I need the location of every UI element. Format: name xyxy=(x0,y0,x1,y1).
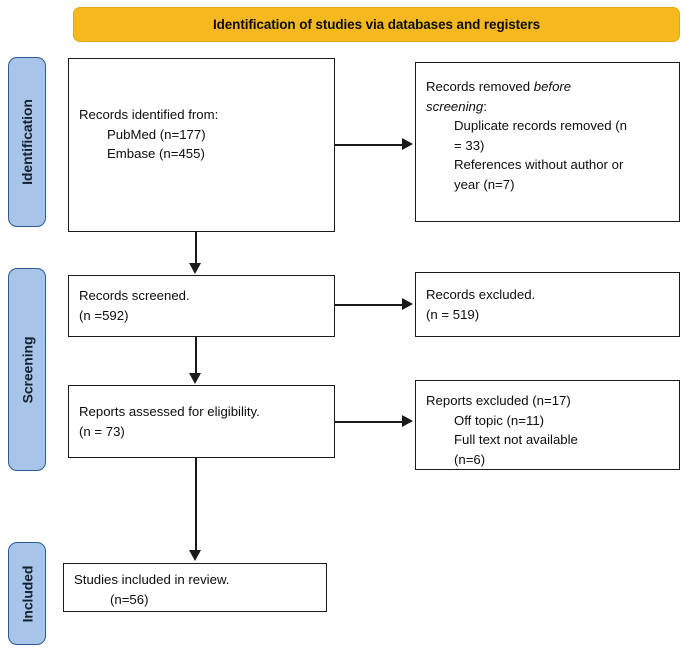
phase-included-text: Included xyxy=(19,565,36,622)
records-removed-heading-line-1: Records removed before xyxy=(426,77,669,97)
box-studies-included: Studies included in review. (n=56) xyxy=(63,563,327,612)
connector-eligibility-to-included xyxy=(195,458,197,553)
reports-excluded-line-3: Full text not available xyxy=(454,432,578,447)
records-removed-prefix: Records removed xyxy=(426,79,534,94)
records-removed-line-3: References without author or xyxy=(454,157,624,172)
reports-excluded-line-1: Reports excluded (n=17) xyxy=(426,393,571,408)
box-reports-excluded-body: Reports excluded (n=17) Off topic (n=11)… xyxy=(416,391,679,469)
connector-identified-to-removed xyxy=(335,144,405,146)
box-records-identified-body: Records identified from: PubMed (n=177) … xyxy=(69,105,334,164)
eligibility-line-2: (n = 73) xyxy=(79,423,125,439)
arrow-head-down-icon-3 xyxy=(189,550,201,561)
records-identified-line-1: Records identified from: xyxy=(79,107,219,122)
records-screened-line-1: Records screened. xyxy=(79,288,190,303)
reports-excluded-line-2: Off topic (n=11) xyxy=(454,412,545,428)
phase-identification-text: Identification xyxy=(19,99,35,185)
phase-screening-text: Screening xyxy=(19,336,36,403)
box-reports-assessed-eligibility: Reports assessed for eligibility. (n = 7… xyxy=(68,385,335,458)
box-records-removed: Records removed before screening: Duplic… xyxy=(415,62,680,222)
arrow-head-right-icon-2 xyxy=(402,298,413,310)
records-removed-line-1: Duplicate records removed (n xyxy=(454,118,627,133)
records-removed-line-4: year (n=7) xyxy=(454,176,515,192)
banner-title: Identification of studies via databases … xyxy=(212,17,541,32)
records-excluded-line-1: Records excluded. xyxy=(426,287,536,302)
box-records-identified: Records identified from: PubMed (n=177) … xyxy=(68,58,335,232)
box-records-screened: Records screened. (n =592) xyxy=(68,275,335,337)
records-removed-colon: : xyxy=(483,98,487,114)
records-removed-italic-before: before xyxy=(533,79,572,94)
phase-label-identification: Identification xyxy=(8,57,46,227)
records-removed-heading-line-2: screening: xyxy=(426,97,669,117)
studies-included-line-1: Studies included in review. xyxy=(74,572,230,587)
connector-screened-to-records-excluded xyxy=(335,304,405,306)
box-records-excluded: Records excluded. (n = 519) xyxy=(415,272,680,337)
box-records-screened-body: Records screened. (n =592) xyxy=(69,286,334,325)
connector-eligibility-to-reports-excluded xyxy=(335,421,405,423)
records-removed-line-2: = 33) xyxy=(454,137,485,153)
connector-screened-to-eligibility xyxy=(195,337,197,375)
connector-identified-to-screened xyxy=(195,232,197,267)
arrow-head-down-icon-2 xyxy=(189,373,201,384)
studies-included-line-2: (n=56) xyxy=(110,591,149,607)
phase-label-screening: Screening xyxy=(8,268,46,471)
phase-label-included: Included xyxy=(8,542,46,645)
records-screened-line-2: (n =592) xyxy=(79,307,129,323)
reports-excluded-line-4: (n=6) xyxy=(454,451,486,467)
box-records-excluded-body: Records excluded. (n = 519) xyxy=(416,285,679,324)
arrow-head-right-icon-1 xyxy=(402,138,413,150)
records-excluded-line-2: (n = 519) xyxy=(426,306,480,322)
box-reports-assessed-body: Reports assessed for eligibility. (n = 7… xyxy=(69,402,334,441)
eligibility-line-1: Reports assessed for eligibility. xyxy=(79,404,260,419)
diagram-header-banner: Identification of studies via databases … xyxy=(73,7,680,42)
records-removed-italic-screening: screening xyxy=(426,98,484,114)
records-identified-line-3: Embase (n=455) xyxy=(107,146,205,161)
arrow-head-right-icon-3 xyxy=(402,415,413,427)
records-identified-line-2: PubMed (n=177) xyxy=(107,126,206,142)
box-studies-included-body: Studies included in review. (n=56) xyxy=(64,570,326,609)
box-reports-excluded: Reports excluded (n=17) Off topic (n=11)… xyxy=(415,380,680,470)
box-records-removed-body: Records removed before screening: Duplic… xyxy=(416,77,679,194)
arrow-head-down-icon-1 xyxy=(189,263,201,274)
